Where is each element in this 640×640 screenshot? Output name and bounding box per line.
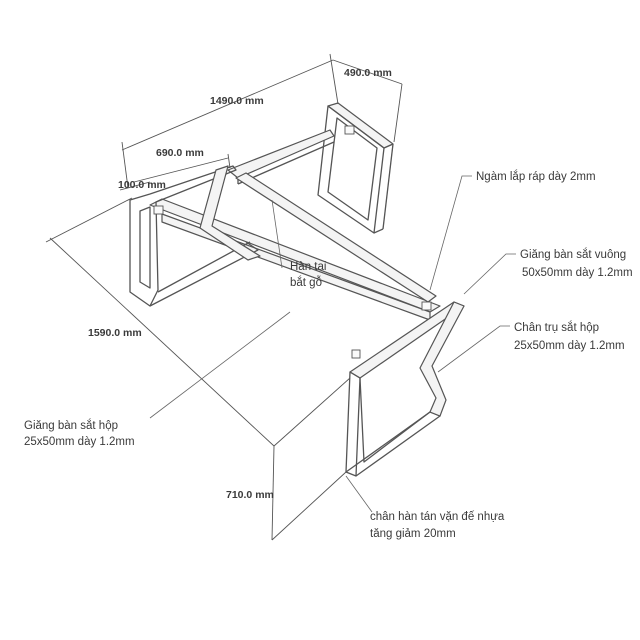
assembly-plate-mid: [351, 349, 361, 359]
dimension-label-690: 690.0 mm: [156, 147, 204, 159]
annotation-leg: Chân trụ sắt hộp 25x50mm dày 1.2mm: [437, 321, 625, 373]
dimension-label-1590: 1590.0 mm: [88, 327, 142, 339]
annotation-plate: Ngàm lắp ráp dày 2mm: [429, 170, 596, 291]
annotation-wood-mount-line1: Hàn tai: [290, 261, 326, 273]
annotation-square-beam: Giăng bàn sắt vuông 50x50mm dày 1.2mm: [463, 248, 633, 295]
annotation-box-beam-line2: 25x50mm dày 1.2mm: [24, 436, 135, 448]
annotation-leg-line2: 25x50mm dày 1.2mm: [514, 340, 625, 352]
assembly-plate-back: [344, 125, 355, 135]
dimension-1590: 1590.0 mm: [45, 197, 275, 447]
dimension-690: 690.0 mm: [133, 147, 231, 183]
annotation-foot-line1: chân hàn tán vặn đế nhựa: [370, 511, 505, 523]
annotation-square-beam-line2: 50x50mm dày 1.2mm: [522, 267, 633, 279]
dimension-label-1490: 1490.0 mm: [210, 95, 264, 107]
back-right-leg-frame: [317, 102, 394, 234]
annotation-square-beam-line1: Giăng bàn sắt vuông: [520, 248, 626, 261]
main-long-beam: [149, 172, 441, 321]
assembly-plate-front: [421, 301, 432, 311]
dimension-1490: 1490.0 mm: [121, 53, 339, 189]
annotation-box-beam-line1: Giăng bàn sắt hộp: [24, 419, 118, 432]
annotation-wood-mount-line2: bắt gỗ: [290, 276, 322, 289]
annotation-box-beam: Giăng bàn sắt hộp 25x50mm dày 1.2mm: [24, 311, 291, 448]
left-leg-frame: [129, 165, 261, 307]
dimension-label-100: 100.0 mm: [118, 179, 166, 191]
annotation-leg-line1: Chân trụ sắt hộp: [514, 321, 599, 334]
annotation-wood-mount: Hàn tai bắt gỗ: [271, 199, 326, 289]
annotation-foot-line2: tăng giảm 20mm: [370, 528, 456, 540]
annotation-foot: chân hàn tán vặn đế nhựa tăng giảm 20mm: [345, 475, 505, 540]
front-right-leg-frame: [345, 301, 465, 477]
dimension-490: 490.0 mm: [332, 59, 403, 143]
annotation-plate-label: Ngàm lắp ráp dày 2mm: [476, 170, 596, 183]
dimension-label-490: 490.0 mm: [344, 67, 392, 79]
dimension-100: 100.0 mm: [118, 179, 166, 191]
assembly-plate-left: [153, 205, 164, 215]
dimension-label-710: 710.0 mm: [226, 489, 274, 501]
dimension-710: 710.0 mm: [226, 377, 351, 541]
